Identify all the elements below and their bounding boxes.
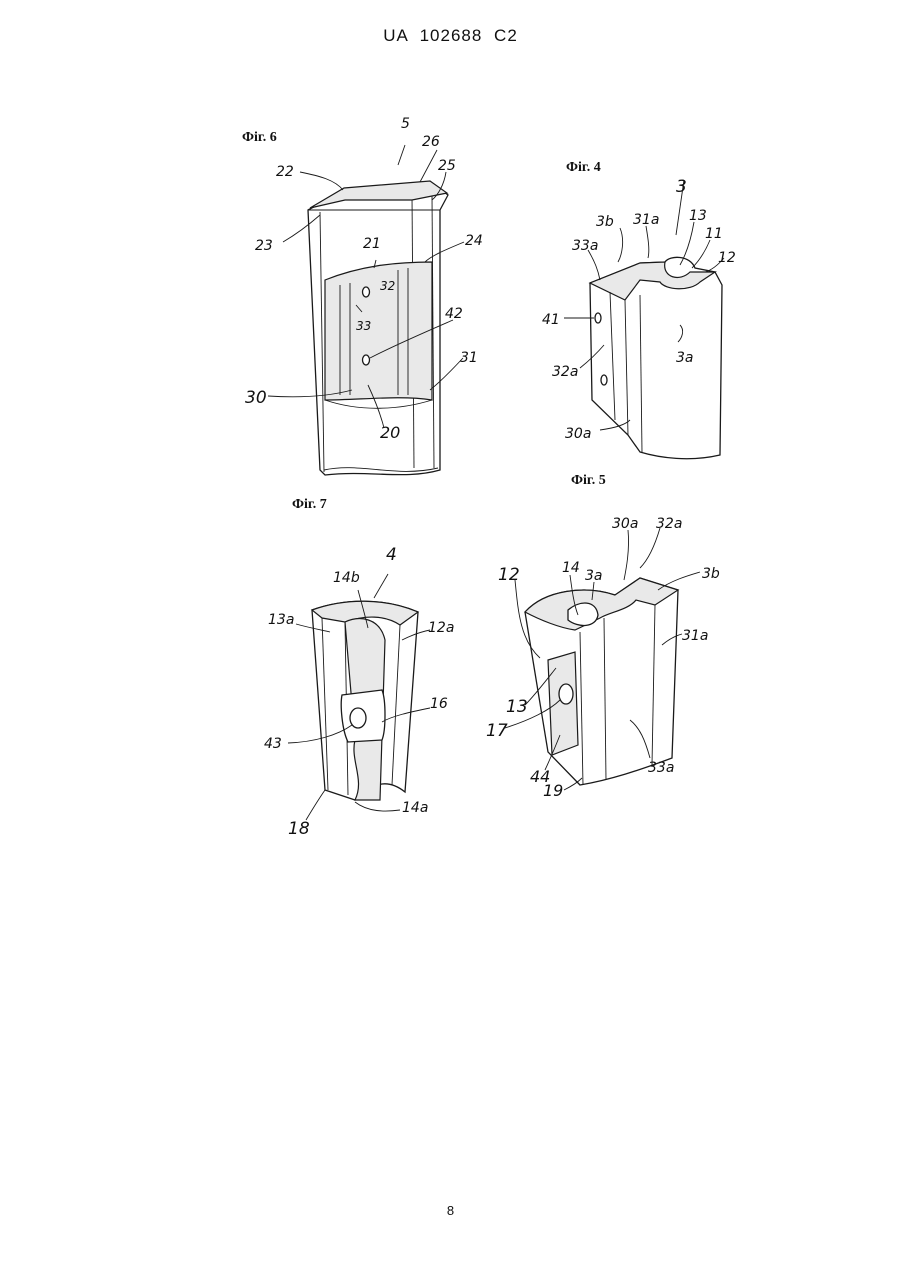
fig6-label-21: 21 [363,236,381,252]
fig4-label-13: 13 [689,208,707,224]
fig4-label-12: 12 [718,250,736,266]
fig6-drawing: 5 26 22 25 23 21 24 32 33 42 31 30 20 [245,116,483,475]
fig6-label-30: 30 [245,388,267,408]
fig6-label-33: 33 [356,319,371,333]
fig7-label-43: 43 [264,736,282,752]
fig4-label-33a: 33a [572,238,598,254]
fig7-label-14a: 14a [402,800,428,816]
fig7-label-14b: 14b [333,570,360,586]
fig6-label-5: 5 [401,116,410,132]
fig4-label-3: 3 [676,177,687,197]
fig6-label-26: 26 [422,134,440,150]
fig5-label-3b: 3b [702,566,720,582]
fig4-label-30a: 30a [565,426,591,442]
fig5-label-14: 14 [562,560,580,576]
fig6-label-22: 22 [276,164,294,180]
fig4-label-3b: 3b [596,214,614,230]
fig4-label-11: 11 [705,226,723,242]
fig6-label-42: 42 [445,306,463,322]
fig7-label-4: 4 [386,545,397,565]
fig4-drawing: 3 3b 31a 13 11 33a 12 41 3a 32a 30a [542,177,736,459]
fig5-drawing: 30a 32a 12 14 3a 3b 31a 13 17 44 33a 19 [486,516,720,800]
fig5-label-19: 19 [543,781,563,800]
fig5-label-33a: 33a [648,760,674,776]
fig5-label-30a: 30a [612,516,638,532]
fig7-drawing: 4 14b 13a 12a 16 43 18 14a [264,545,454,839]
fig6-label-25: 25 [438,158,456,174]
fig6-label-20: 20 [380,423,400,442]
fig5-label-32a: 32a [656,516,682,532]
fig7-label-12a: 12a [428,620,454,636]
fig7-label-13a: 13a [268,612,294,628]
fig6-label-23: 23 [255,238,273,254]
fig5-label-13: 13 [506,697,528,717]
fig7-label-16: 16 [430,696,448,712]
fig7-label-18: 18 [288,819,310,839]
page-number: 8 [0,1203,901,1218]
fig4-label-3a: 3a [676,350,694,366]
fig6-label-31: 31 [460,350,478,366]
fig4-label-32a: 32a [552,364,578,380]
fig4-label-41: 41 [542,312,560,328]
fig5-label-31a: 31a [682,628,708,644]
fig4-label-31a: 31a [633,212,659,228]
fig5-label-3a: 3a [585,568,603,584]
fig6-label-32: 32 [380,279,395,293]
fig5-label-17: 17 [486,721,508,741]
fig6-label-24: 24 [465,233,483,249]
fig5-label-12: 12 [498,565,520,585]
